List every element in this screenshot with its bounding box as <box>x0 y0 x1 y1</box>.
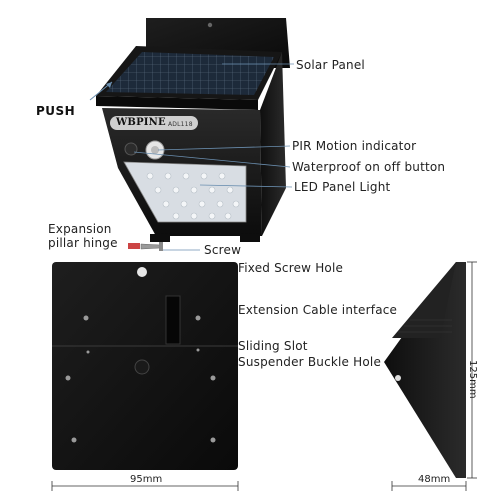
pir-motion-label: PIR Motion indicator <box>292 139 417 153</box>
side-view <box>384 262 466 478</box>
push-label: PUSH <box>36 104 76 118</box>
screw-label: Screw <box>204 243 242 257</box>
solar-light-unit <box>96 18 290 242</box>
dimension-lines <box>51 261 477 491</box>
height-dimension: 125mm <box>467 360 478 399</box>
led-panel-label: LED Panel Light <box>294 180 391 194</box>
model-number: ADL118 <box>168 121 193 128</box>
sliding-slot-label: Sliding Slot <box>238 339 308 353</box>
plate-hole <box>207 22 213 28</box>
extension-cable-label: Extension Cable interface <box>238 303 398 317</box>
solar-panel <box>106 52 274 95</box>
screw <box>140 243 161 250</box>
buckle-hole <box>134 359 150 375</box>
fixed-screw-hole-label: Fixed Screw Hole <box>238 261 344 275</box>
suspender-buckle-label: Suspender Buckle Hole <box>238 355 382 369</box>
side-profile <box>384 262 466 478</box>
cable-interface <box>165 295 181 345</box>
expansion-hinge-label-2: pillar hinge <box>48 236 118 250</box>
width-dimension: 95mm <box>128 474 165 485</box>
brand-badge <box>110 116 198 130</box>
back-view <box>52 262 238 470</box>
depth-dimension: 48mm <box>416 474 453 485</box>
led-grid <box>146 172 240 220</box>
anchor <box>128 243 140 249</box>
expansion-hinge-label-1: Expansion <box>48 222 112 236</box>
waterproof-button-label: Waterproof on off button <box>292 160 446 174</box>
solar-panel-label: Solar Panel <box>296 58 365 72</box>
waterproof-button <box>124 142 138 156</box>
led-panel <box>123 161 247 223</box>
fixed-screw-hole-mark <box>137 267 147 277</box>
brand-name: WBPINE <box>116 117 166 128</box>
screw-kit <box>128 242 163 251</box>
